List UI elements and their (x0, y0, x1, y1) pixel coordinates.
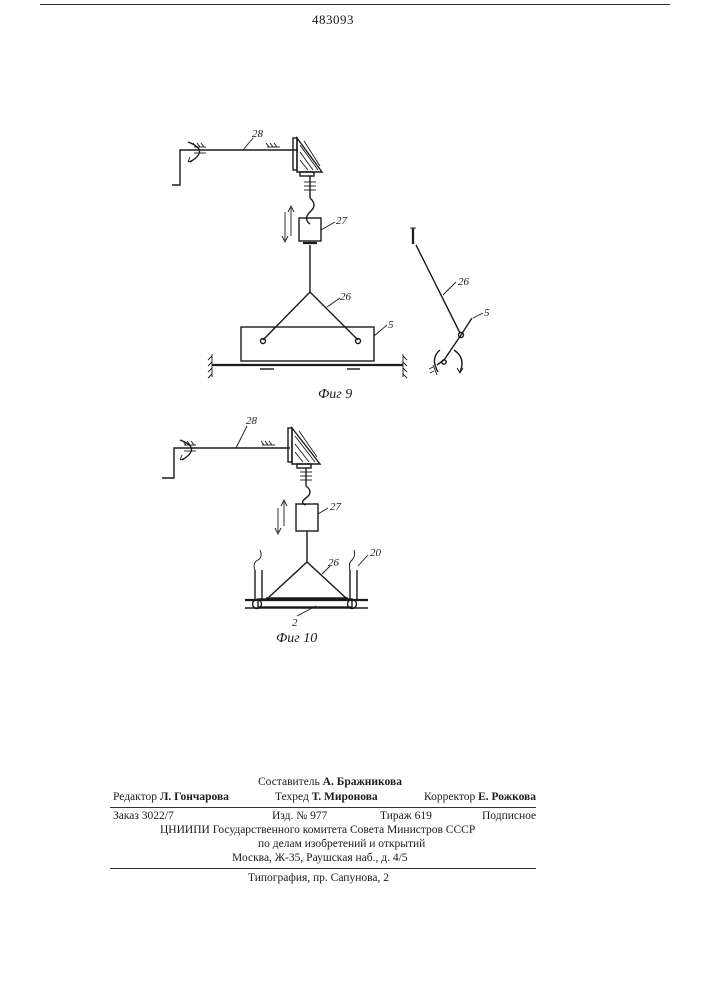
imprint-corrector: Корректор Е. Рожкова (424, 791, 536, 803)
fig10-shaft (162, 448, 290, 478)
compiler-name: А. Бражникова (323, 776, 402, 788)
corrector-name: Е. Рожкова (478, 791, 536, 803)
fig9-beam (241, 327, 374, 361)
techred-label: Техред (275, 791, 309, 803)
fig10-label-sling: 26 (328, 557, 340, 569)
fig10-label-rod: 20 (370, 547, 382, 559)
fig9-rotation-arrow (188, 142, 200, 162)
subscription: Подписное (482, 810, 536, 822)
fig9-label-shaft: 28 (252, 128, 264, 140)
fig10-bevel-gear (288, 428, 320, 468)
fig9-label-side-sling: 26 (458, 276, 470, 288)
address: Москва, Ж-35, Раушская наб., д. 4/5 (232, 852, 408, 864)
fig10-label-shaft: 28 (246, 415, 258, 427)
fig9-label-side-beam: 5 (484, 307, 490, 319)
fig9-block (299, 218, 321, 241)
technical-drawing: 28 27 26 5 (0, 0, 707, 700)
fig9-caption: Фиг 9 (318, 387, 352, 402)
fig9-shaft (172, 150, 298, 185)
imprint-compiler: Составитель А. Бражникова (258, 776, 402, 788)
fig9-label-beam: 5 (388, 319, 394, 331)
figure-10: 28 27 26 20 2 (162, 415, 382, 646)
corrector-label: Корректор (424, 791, 475, 803)
editor-label: Редактор (113, 791, 157, 803)
fig10-rods (254, 550, 357, 600)
fig10-label-frame: 2 (292, 617, 298, 629)
fig10-caption: Фиг 10 (276, 631, 317, 646)
fig10-label-block: 27 (330, 501, 342, 513)
printer: Типография, пр. Сапунова, 2 (248, 872, 389, 884)
fig9-bearing-right (266, 143, 280, 147)
fig9-bevel-gear (293, 138, 322, 176)
techred-name: Т. Миронова (312, 791, 378, 803)
fig9-label-block: 27 (336, 215, 348, 227)
imprint-editor: Редактор Л. Гончарова (113, 791, 229, 803)
org-line-1: ЦНИИПИ Государственного комитета Совета … (160, 824, 475, 836)
order-number: Заказ 3022/7 (113, 810, 174, 822)
fig9-motion-arrow (282, 206, 294, 242)
editor-name: Л. Гончарова (160, 791, 229, 803)
fig10-block (296, 504, 318, 531)
fig9-label-sling: 26 (340, 291, 352, 303)
org-line-2: по делам изобретений и открытий (258, 838, 425, 850)
circulation: Тираж 619 (380, 810, 432, 822)
imprint-rule-top (110, 807, 536, 808)
fig10-rotation-arrow (180, 440, 192, 460)
imprint-rule-bottom (110, 868, 536, 869)
fig10-motion-arrow (275, 500, 287, 534)
edition-number: Изд. № 977 (272, 810, 327, 822)
imprint-techred: Техред Т. Миронова (275, 791, 378, 803)
fig10-bearing-right (261, 441, 275, 445)
figure-9: 28 27 26 5 (172, 128, 490, 402)
compiler-label: Составитель (258, 776, 320, 788)
fig9-side-view: 26 5 (410, 228, 490, 375)
